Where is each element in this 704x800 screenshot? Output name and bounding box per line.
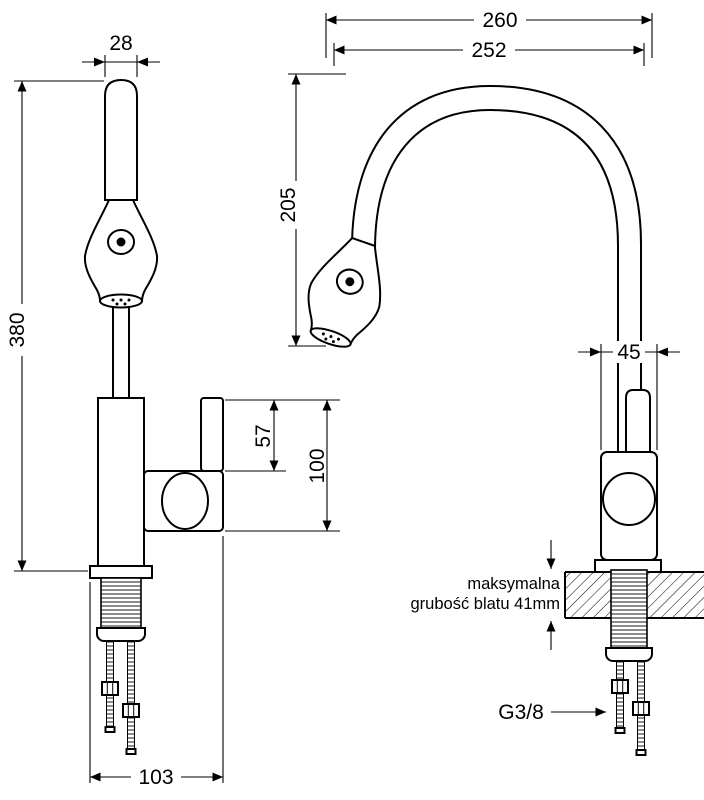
mounting-nut bbox=[122, 703, 140, 718]
valve-cylinder bbox=[143, 470, 224, 532]
dim-28-label: 28 bbox=[109, 32, 132, 55]
dim-45-label: 45 bbox=[617, 341, 640, 364]
mounting-nut bbox=[632, 701, 650, 716]
thread-size-label: G3/8 bbox=[498, 701, 544, 724]
stud-end-cap bbox=[104, 726, 116, 733]
base-flange bbox=[89, 565, 153, 579]
mounting-stud bbox=[127, 640, 135, 750]
dim-57-label: 57 bbox=[252, 424, 275, 447]
mounting-nut bbox=[101, 681, 119, 696]
arrowhead bbox=[137, 57, 148, 67]
arrowhead bbox=[657, 347, 668, 357]
handle-lever bbox=[625, 389, 651, 453]
spray-head bbox=[293, 229, 399, 357]
spout-tube-outer bbox=[351, 84, 642, 452]
handle-lever bbox=[200, 397, 224, 472]
valve-joint bbox=[602, 472, 656, 526]
front-view: 260 252 205 45 maksymalna grubość blatu … bbox=[277, 9, 704, 756]
valve-end-cap bbox=[161, 472, 209, 530]
stud-end-cap bbox=[635, 749, 647, 756]
dim-103-label: 103 bbox=[138, 766, 173, 789]
side-view: 28 380 57 100 103 bbox=[6, 32, 340, 789]
faucet-body bbox=[97, 397, 145, 567]
dim-252-label: 252 bbox=[471, 39, 506, 62]
dim-380-label: 380 bbox=[6, 312, 29, 347]
mounting-bracket bbox=[96, 627, 146, 642]
arrowhead bbox=[590, 347, 601, 357]
stud-end-cap bbox=[125, 748, 137, 755]
dim-205-label: 205 bbox=[277, 187, 300, 222]
threaded-shank bbox=[100, 577, 142, 629]
mounting-bracket bbox=[605, 647, 653, 662]
mounting-nut bbox=[611, 679, 629, 694]
counter-note-line2: grubość blatu 41mm bbox=[411, 595, 561, 613]
arrowhead bbox=[94, 57, 105, 67]
stud-end-cap bbox=[614, 727, 626, 734]
dim-260-label: 260 bbox=[482, 9, 517, 32]
spray-wand bbox=[104, 78, 138, 201]
counter-note-line1: maksymalna bbox=[467, 575, 560, 593]
faucet-body bbox=[600, 451, 658, 561]
threaded-shank bbox=[610, 569, 648, 649]
dim-100-label: 100 bbox=[306, 448, 329, 483]
mounting-stud bbox=[616, 660, 624, 729]
spout-tube-inner bbox=[374, 108, 619, 452]
spray-head bbox=[83, 199, 159, 309]
